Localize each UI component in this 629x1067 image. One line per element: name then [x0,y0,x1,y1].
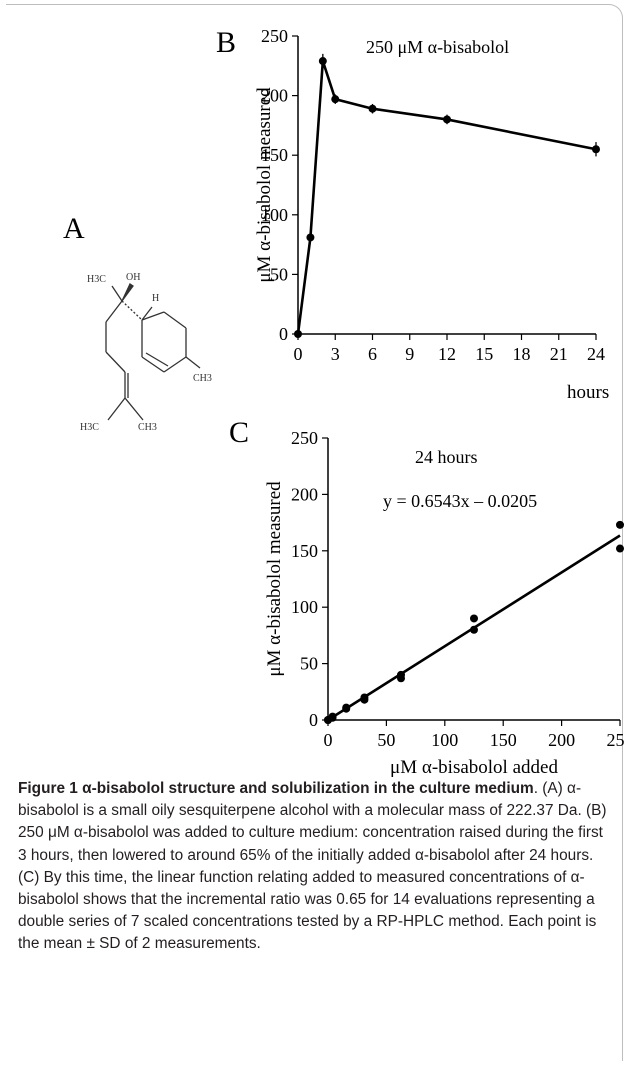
panel-label-c: C [229,416,250,449]
b-xtick-label: 9 [405,344,414,364]
label-h3c-bottom: H3C [80,422,99,433]
c-ytick-label: 100 [291,597,318,617]
b-ytick-label: 100 [261,205,288,225]
c-ytick-label: 150 [291,541,318,561]
c-xtick-label: 0 [324,730,333,750]
panel-label-b: B [216,26,237,59]
label-ch3-right: CH3 [193,373,212,384]
figure-frame [6,4,623,1061]
c-data-point [328,712,337,721]
c-xtick-label: 100 [431,730,458,750]
c-ytick-label: 0 [309,710,318,730]
c-data-point [342,704,351,713]
chart-b-annotation: 250 μM α-bisabolol [366,37,509,57]
b-data-point [592,145,600,154]
chart-c-xlabel: μM α-bisabolol added [390,757,558,778]
label-h: H [152,293,159,304]
label-ch3-bottom: CH3 [138,422,157,433]
b-ytick-label: 50 [270,264,288,284]
b-ytick-label: 0 [279,324,288,344]
chart-c-ylabel: μM α-bisabolol measured [264,481,285,677]
b-ytick-label: 200 [261,86,288,106]
c-xtick-label: 200 [548,730,575,750]
b-data-point [306,233,315,242]
b-ytick-label: 250 [261,26,288,46]
c-data-point [470,625,478,634]
b-ytick-label: 150 [261,145,288,165]
c-data-point [470,614,478,623]
bisabolol-structure: H3C OH H CH3 H3C CH3 [80,272,212,433]
c-xtick-label: 150 [490,730,517,750]
b-xtick-label: 15 [475,344,493,364]
c-data-point [360,695,369,704]
panel-label-a: A [63,212,85,245]
b-xtick-label: 3 [331,344,340,364]
b-xtick-label: 6 [368,344,377,364]
c-ytick-label: 200 [291,484,318,504]
chart-b-xlabel: hours [567,382,609,403]
b-xtick-label: 12 [438,344,456,364]
label-h3c-top: H3C [87,274,106,285]
caption-body: . (A) α-bisabolol is a small oily sesqui… [18,780,607,953]
b-data-point [318,57,327,66]
c-xtick-label: 50 [377,730,395,750]
b-xtick-label: 18 [513,344,531,364]
chart-c-annotation: 24 hours [415,447,478,467]
c-xtick-label: 250 [607,730,626,750]
caption-title: Figure 1 α-bisabolol structure and solub… [18,780,534,797]
chart-c: 050100150200250050100150200250 24 hours … [264,428,626,778]
chart-b: 0 50 100 150 200 250 0 3 6 9 12 15 18 21 24 250 μM α-b… [254,26,609,403]
c-ytick-label: 50 [300,654,318,674]
b-xtick-label: 0 [294,344,303,364]
b-data-point [331,95,340,104]
c-ytick-label: 250 [291,428,318,448]
b-series-line [296,60,597,335]
c-data-point [397,674,405,683]
chart-b-ylabel: μM α-bisabolol measured [254,87,275,283]
c-data-point [616,520,624,529]
b-data-point [443,115,451,124]
b-xtick-label: 21 [550,344,568,364]
b-xtick-label: 24 [587,344,605,364]
b-data-point [368,104,377,113]
figure-caption: Figure 1 α-bisabolol structure and solub… [18,778,608,956]
c-data-point [616,544,624,553]
b-data-point [294,330,302,338]
chart-c-equation: y = 0.6543x – 0.0205 [383,491,537,511]
label-oh: OH [126,272,140,283]
